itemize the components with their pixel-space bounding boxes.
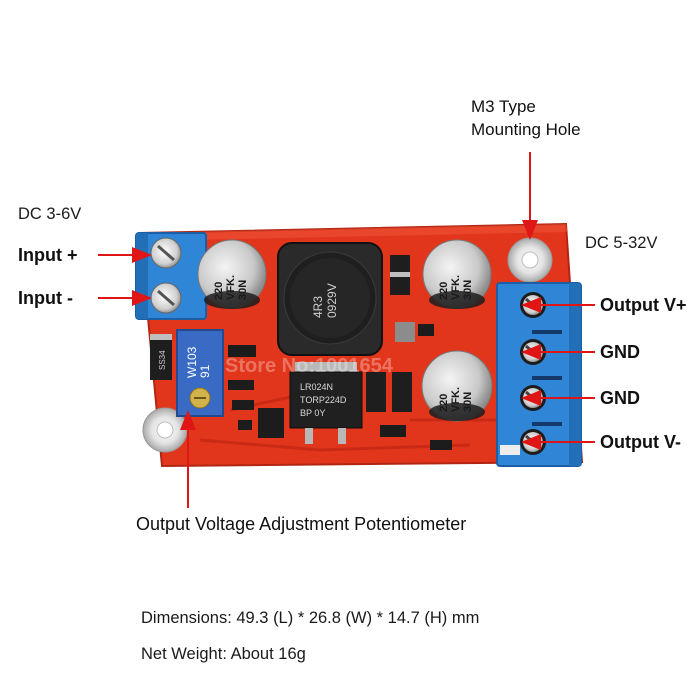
output-terminal-block — [496, 282, 582, 467]
smd-components — [228, 322, 520, 455]
input-minus-screw-icon — [150, 282, 182, 314]
output-vminus-label: Output V- — [600, 432, 681, 452]
mount-hole-label-line1: M3 Type — [471, 97, 536, 116]
input-minus-label: Input - — [18, 288, 73, 308]
capacitor-left: 220 VFK. 30N — [197, 239, 267, 309]
input-terminal-block — [135, 232, 207, 320]
smd-diode-top — [390, 255, 410, 295]
svg-text:220 VFK. 30N: 220 VFK. 30N — [438, 384, 474, 412]
mount-hole-label-line2: Mounting Hole — [471, 120, 581, 139]
potentiometer-label: Output Voltage Adjustment Potentiometer — [136, 514, 467, 534]
net-weight-text: Net Weight: About 16g — [141, 645, 306, 663]
callout-arrows — [98, 152, 595, 508]
potentiometer: W103 91 — [176, 329, 224, 417]
gnd-label-2: GND — [600, 388, 640, 408]
svg-text:4R3 0929V: 4R3 0929V — [311, 283, 339, 318]
inductor: 4R3 0929V — [277, 242, 383, 356]
svg-text:SS34: SS34 — [158, 350, 167, 370]
svg-text:LR024N TORP224D BP: LR024N TORP224D BP 0Y — [300, 382, 349, 418]
capacitor-right-bottom: 220 VFK. 30N — [421, 350, 493, 422]
svg-text:W103 91: W103 91 — [185, 343, 212, 378]
input-plus-screw-icon — [150, 237, 182, 269]
mounting-hole-top — [507, 237, 553, 283]
mosfet-ic: LR024N TORP224D BP 0Y — [289, 362, 363, 444]
svg-text:220 VFK. 30N: 220 VFK. 30N — [213, 272, 249, 300]
output-vplus-label: Output V+ — [600, 295, 687, 315]
smd-diode-left: SS34 — [150, 334, 172, 380]
capacitor-right-top: 220 VFK. 30N — [422, 239, 492, 309]
store-watermark: Store No:1001654 — [225, 355, 394, 377]
mounting-hole-bottom — [142, 407, 188, 453]
input-range-label: DC 3-6V — [18, 205, 82, 223]
output-range-label: DC 5-32V — [585, 234, 658, 252]
dimensions-text: Dimensions: 49.3 (L) * 26.8 (W) * 14.7 (… — [141, 609, 480, 627]
svg-text:220 VFK. 30N: 220 VFK. 30N — [438, 272, 474, 300]
gnd-label-1: GND — [600, 342, 640, 362]
input-plus-label: Input + — [18, 245, 78, 265]
